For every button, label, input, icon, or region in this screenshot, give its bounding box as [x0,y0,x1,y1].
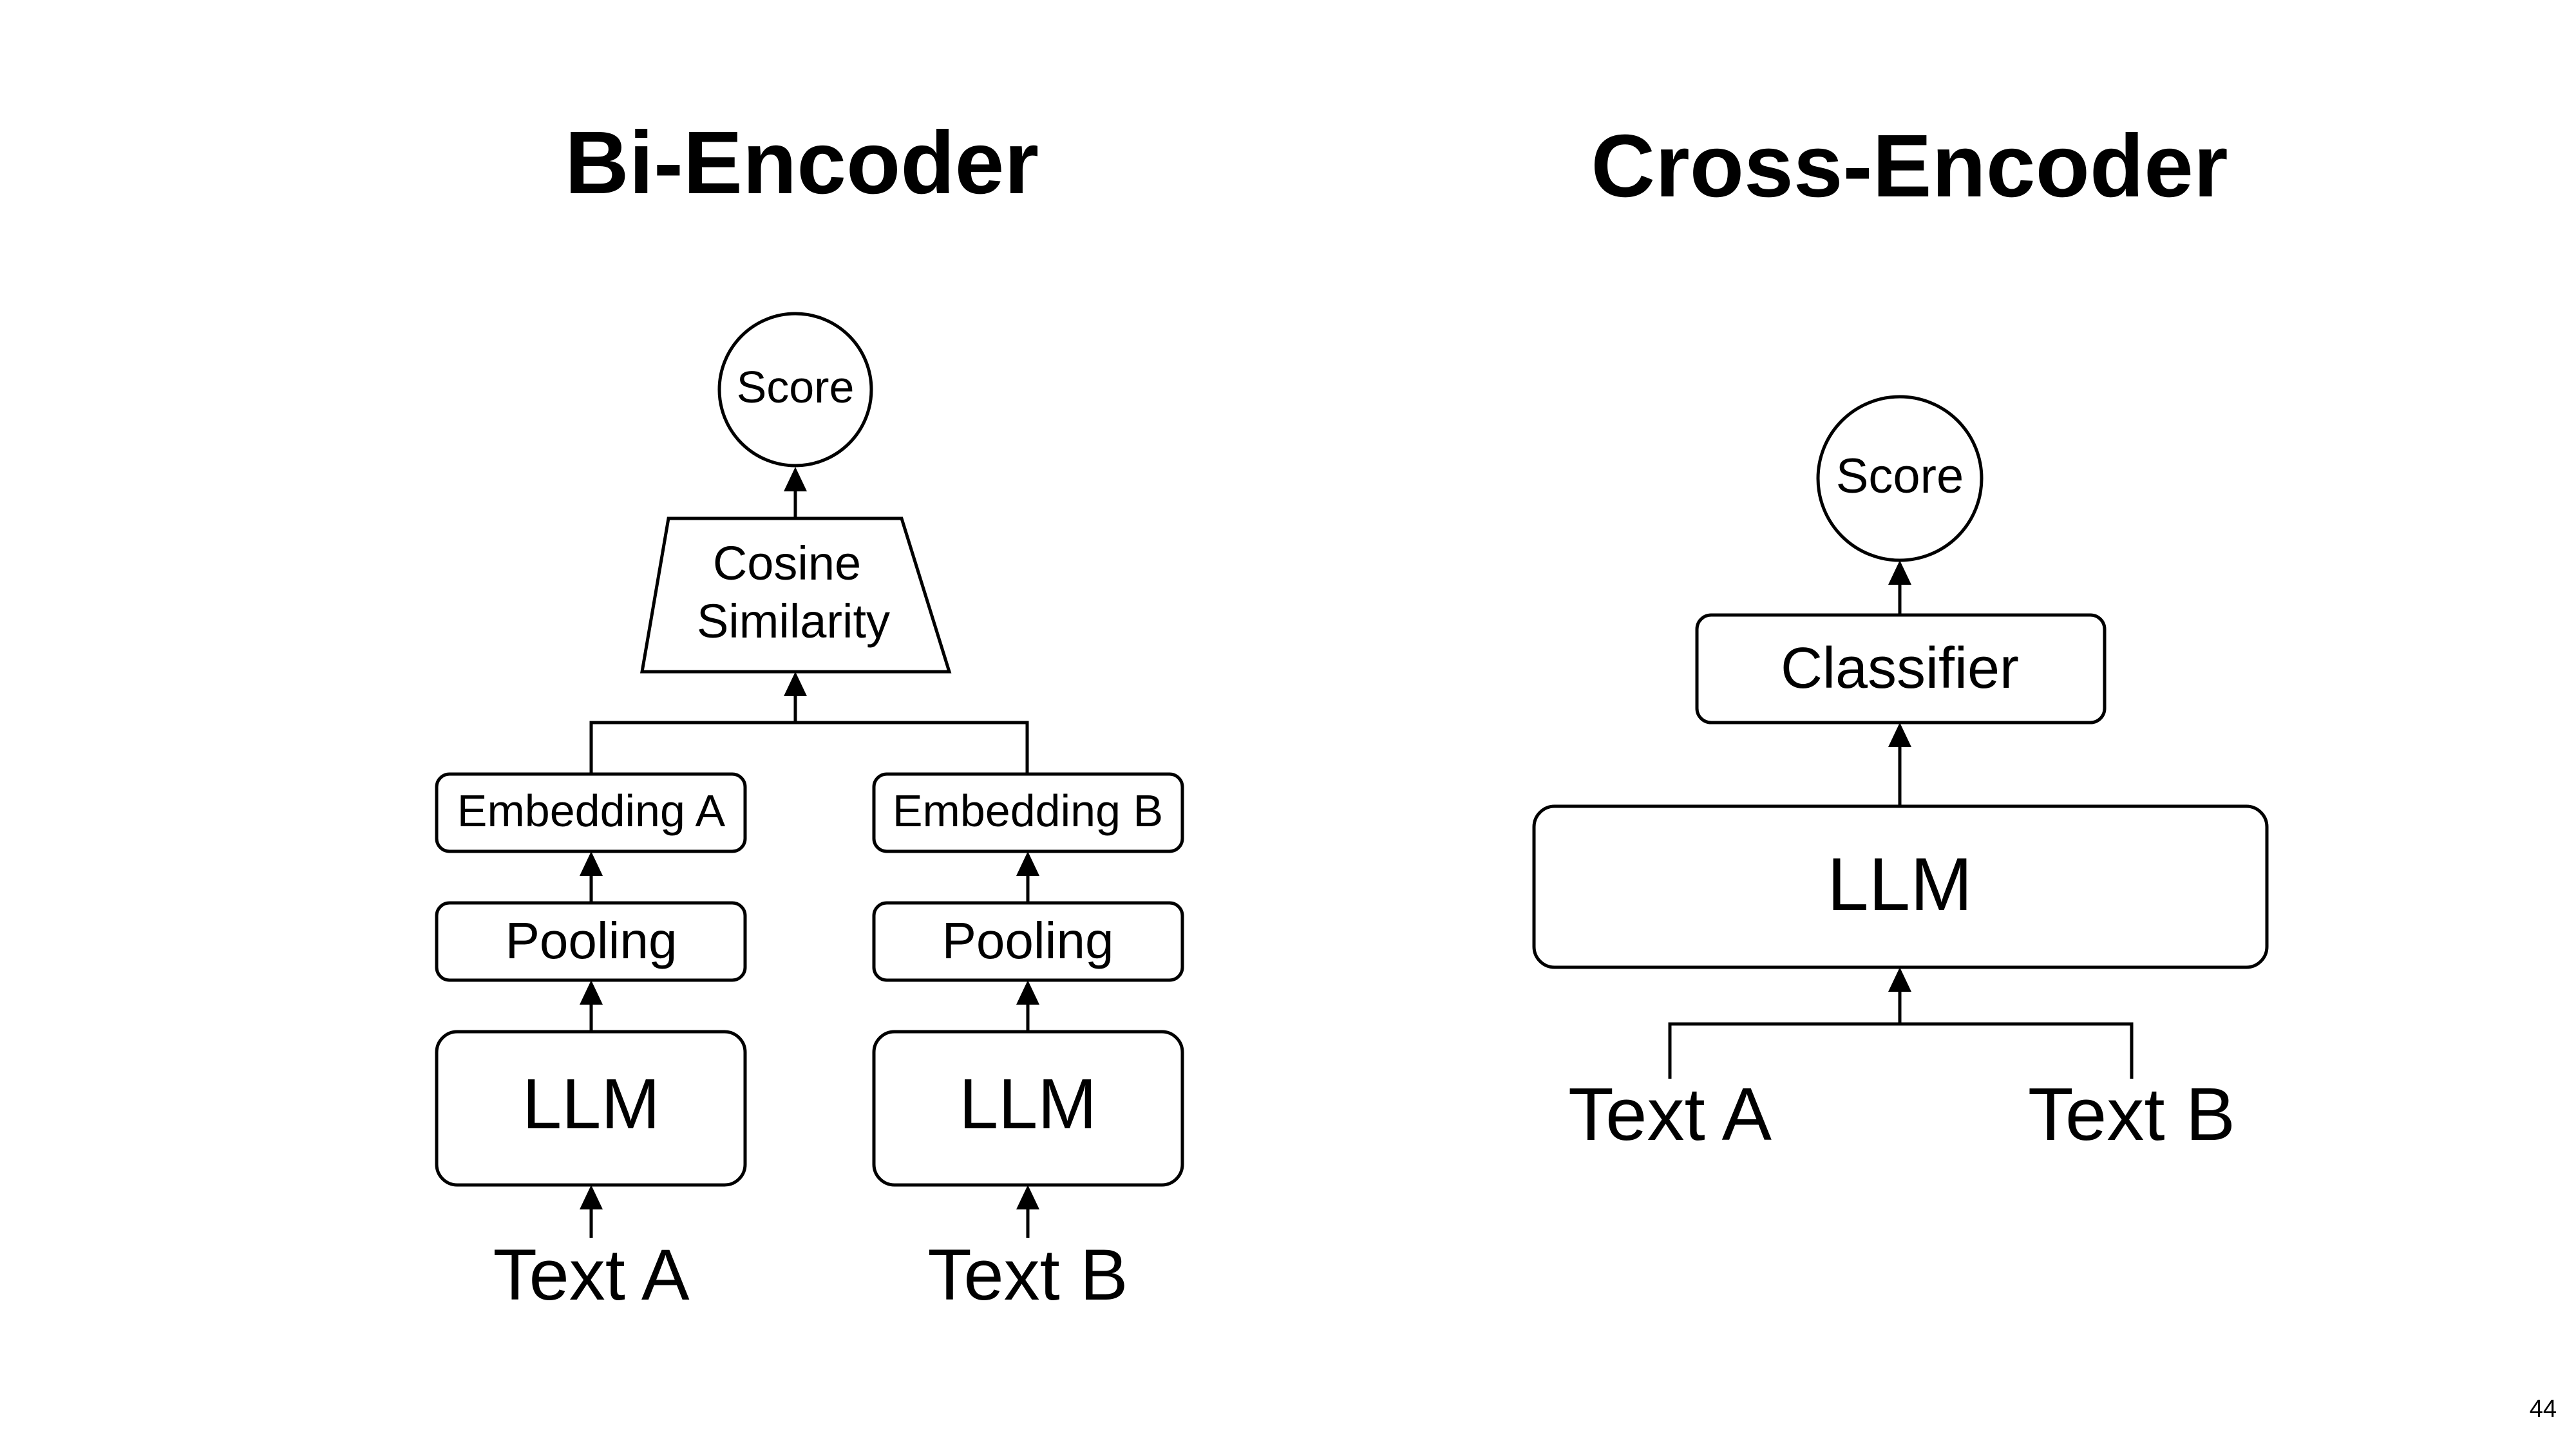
arrow-llm-a-to-pooling-a [580,980,603,1005]
embedding-b-label: Embedding B [893,786,1163,836]
text-b-input-label: Text B [927,1235,1128,1315]
cross-encoder-merge-connector [1668,967,2134,1079]
cross-encoder-diagram: Cross-Encoder Score Classifier LLM [1532,117,2269,1156]
classifier-box [1695,613,2107,724]
llm-b-box [872,1030,1184,1187]
text-a-input-label: Text A [493,1235,689,1315]
arrow-classifier-to-score [1888,560,1911,615]
cosine-similarity-line1: Cosine [713,536,861,590]
cross-encoder-score-node: Score [1816,395,1984,562]
cross-encoder-text-b-label: Text B [2028,1072,2235,1156]
embedding-b-box [872,772,1184,853]
bi-encoder-title: Bi-Encoder [565,113,1039,213]
page-number: 44 [2530,1396,2557,1423]
arrow-pooling-a-to-embedding-a [580,851,603,876]
cross-encoder-llm-box [1532,804,2269,969]
arrow-text-b-to-llm-b [1016,1185,1039,1209]
llm-a-box [435,1030,747,1187]
bi-encoder-right-tower: Embedding B Pooling LLM Text B [872,772,1184,1315]
pooling-a-box [435,901,747,982]
pooling-b-box [872,901,1184,982]
bi-encoder-score-node: Score [717,312,873,468]
classifier-node: Classifier [1695,613,2107,724]
arrow-llm-b-to-pooling-b [1016,980,1039,1005]
cosine-similarity-node: Cosine Similarity [640,516,952,674]
arrow-pooling-b-to-embedding-b [1016,851,1039,876]
cosine-similarity-line2: Similarity [697,594,890,648]
pooling-a-label: Pooling [506,912,677,969]
pooling-b-label: Pooling [942,912,1114,969]
cross-encoder-text-a-label: Text A [1568,1072,1772,1156]
bi-encoder-score-label: Score [737,362,855,412]
cross-encoder-llm-node: LLM [1532,804,2269,969]
embedding-a-box [435,772,747,853]
llm-a-label: LLM [522,1065,660,1144]
llm-b-label: LLM [959,1065,1097,1144]
embedding-a-label: Embedding A [457,786,726,836]
cross-encoder-llm-label: LLM [1827,842,1973,926]
arrow-llm-to-classifier [1888,723,1911,806]
merge-connector [589,672,1029,774]
bi-encoder-left-tower: Embedding A Pooling LLM Text A [435,772,747,1315]
bi-encoder-diagram: Bi-Encoder Score Cosine Similarity Embed… [435,113,1184,1315]
cosine-similarity-shape [640,516,952,674]
classifier-label: Classifier [1781,636,2019,701]
bi-encoder-score-circle [717,312,873,468]
arrow-text-a-to-llm-a [580,1185,603,1209]
cross-encoder-score-label: Score [1836,449,1964,504]
cross-encoder-title: Cross-Encoder [1591,117,2228,216]
arrow-similarity-to-score [784,467,807,518]
